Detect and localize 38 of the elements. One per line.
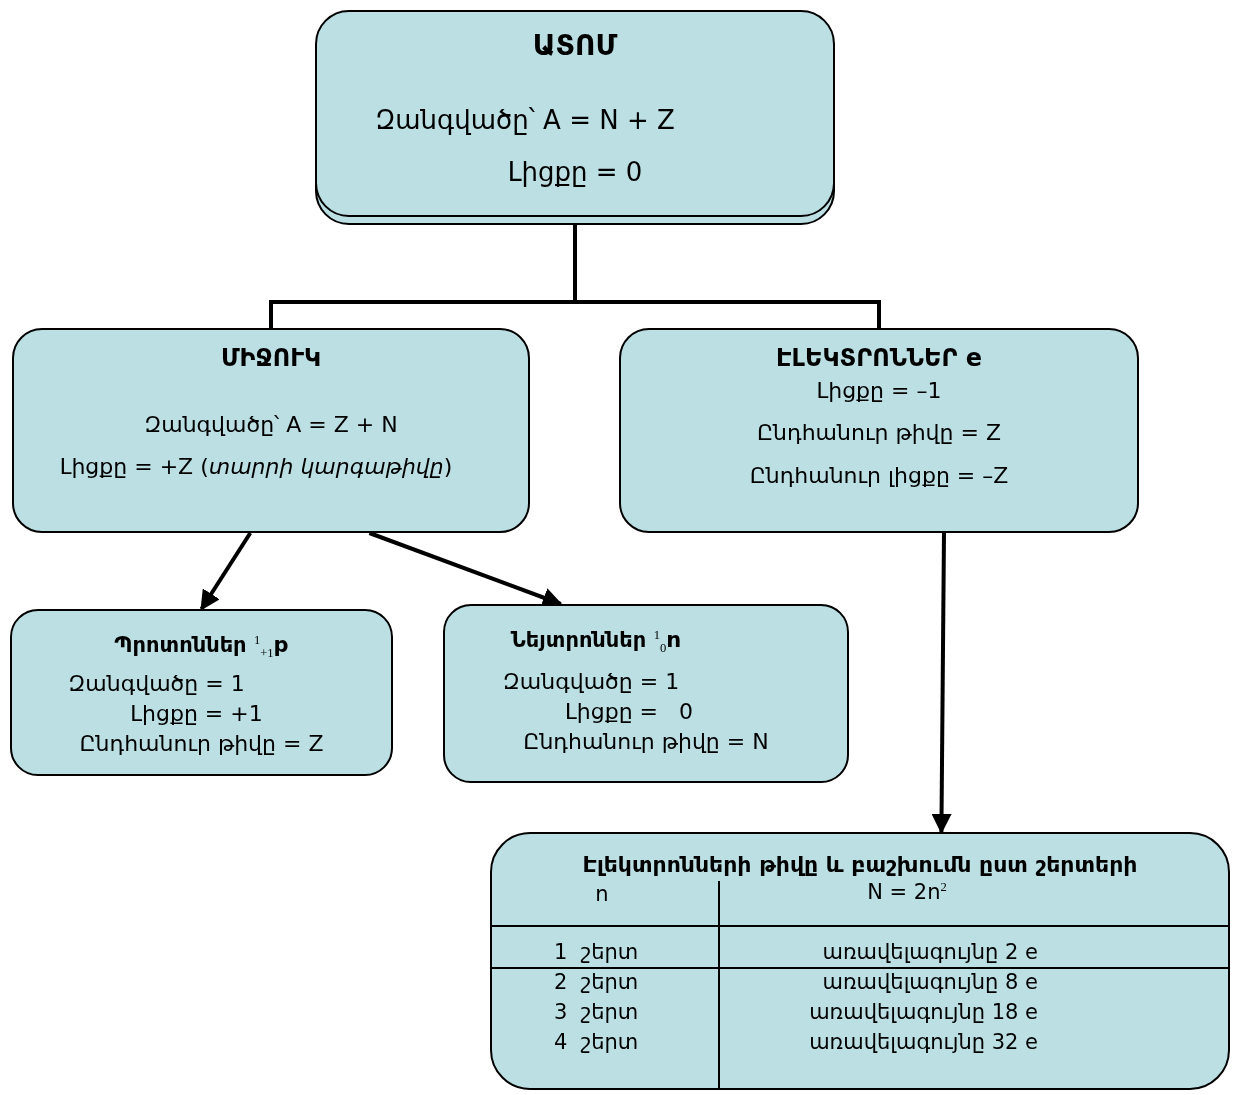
node-text: Լիցքը = +1	[130, 700, 263, 726]
arrow	[199, 531, 252, 611]
node-text: Լիցքը = –1	[816, 377, 942, 403]
table-cell: առավելագույնը 18 e	[809, 1000, 1038, 1024]
node-text: Զանգվածը = 1	[68, 670, 245, 696]
node-text: Զանգվածը = 1	[502, 668, 680, 694]
rounded-box	[619, 328, 1139, 533]
column-header: N = 2n$^{2}$	[867, 880, 947, 904]
node-title: Պրոտոններ $^{1}$$_{+1}$p	[114, 632, 289, 662]
table-cell: 4 շերտ	[554, 1030, 639, 1054]
node-text: Զանգվածը՝ A = N + Z	[375, 105, 675, 135]
column-header: n	[595, 882, 609, 906]
node-text: Լիցքը = +Z (տարրի կարգաթիվը)	[59, 453, 453, 479]
node-title: ՄԻՋՈՒԿ	[220, 344, 322, 372]
connector-line	[573, 225, 881, 328]
node-text: Ընդհանուր թիվը = Z	[757, 419, 1001, 445]
arrow	[931, 533, 952, 834]
node-title: ԷԼԵԿՏՐՈՆՆԵՐ e	[775, 344, 983, 372]
table-cell: առավելագույնը 8 e	[822, 970, 1038, 994]
node-text: Ընդհանուր թիվը = Z	[79, 730, 324, 756]
node-text: Զանգվածը՝ A = Z + N	[144, 411, 398, 437]
node-text: Լիցքը = 0	[565, 698, 693, 724]
table-cell: առավելագույնը 2 e	[822, 940, 1038, 964]
table-cell: առավելագույնը 32 e	[809, 1030, 1038, 1054]
node-title: ԱՏՈՄ	[532, 28, 618, 62]
table-box	[490, 832, 1230, 1090]
rounded-box	[443, 604, 849, 783]
table-cell: 1 շերտ	[554, 940, 639, 964]
node-title: Էլեկտրոնների թիվը և բաշխումն ըստ շերտերի	[582, 851, 1138, 877]
rounded-box	[12, 328, 530, 533]
node-title: Նեյտրոններ $^{1}$$_{0}$n	[510, 627, 682, 657]
table-cell: 2 շերտ	[554, 970, 639, 994]
node-text: Լիցքը = 0	[507, 157, 643, 187]
rounded-box	[10, 609, 393, 776]
rounded-box	[315, 10, 835, 217]
node-text: Ընդհանուր թիվը = N	[523, 728, 769, 754]
node-text: Ընդհանուր լիցքը = –Z	[749, 462, 1009, 488]
table-cell: 3 շերտ	[554, 1000, 639, 1024]
